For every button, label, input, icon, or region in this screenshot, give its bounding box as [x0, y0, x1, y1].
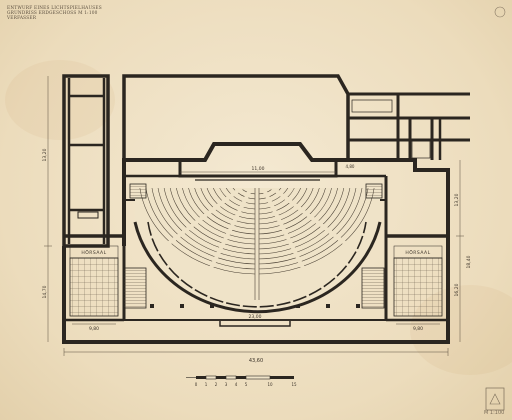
auditorium-seating — [133, 179, 382, 314]
dim-left-lower: 14,70 — [42, 285, 48, 298]
corner-punch-mark — [494, 6, 506, 18]
right-service-wing — [348, 92, 470, 160]
left-lecture-hall — [69, 245, 119, 317]
dim-total-width: 43,60 — [249, 358, 263, 364]
title-line-2: GRUNDRISS ERDGESCHOSS M 1:100 — [7, 11, 98, 16]
upper-foyer-wall — [122, 74, 350, 162]
scale-bar: 0 1 2 3 4 5 10 15 — [186, 375, 297, 387]
dim-stage-depth: 4,80 — [346, 164, 355, 169]
right-hall-label: HÖRSAAL — [405, 249, 430, 256]
scale-tick: 5 — [245, 382, 248, 387]
dim-right-hall: 9,80 — [413, 326, 423, 332]
dim-right-upper: 13,20 — [454, 193, 460, 206]
scale-tick: 1 — [205, 382, 208, 387]
paper-stain — [5, 60, 115, 140]
dim-stage-width: 11,00 — [252, 166, 265, 172]
dim-left-upper: 13,20 — [42, 148, 48, 161]
dim-foyer-width: 23,00 — [249, 314, 262, 320]
title-line-1: ENTWURF EINES LICHTSPIELHAUSES — [7, 6, 102, 11]
stairs — [123, 183, 385, 309]
archive-stamp — [485, 387, 505, 411]
dim-right-mid: 18,40 — [466, 255, 472, 268]
corner-stamp-text: M 1:100 — [484, 410, 505, 416]
scale-tick: 15 — [291, 382, 297, 387]
dimension-lines — [44, 76, 464, 356]
scale-tick: 0 — [195, 382, 198, 387]
title-line-3: VERFASSER — [7, 16, 37, 21]
scale-tick: 3 — [225, 382, 228, 387]
left-hall-label: HÖRSAAL — [81, 249, 106, 256]
scale-tick: 4 — [235, 382, 238, 387]
scale-tick: 2 — [215, 382, 218, 387]
dim-right-lower: 16,20 — [454, 283, 460, 296]
scale-tick: 10 — [267, 382, 273, 387]
right-lecture-hall — [393, 245, 443, 317]
dim-left-hall: 9,80 — [89, 326, 99, 332]
